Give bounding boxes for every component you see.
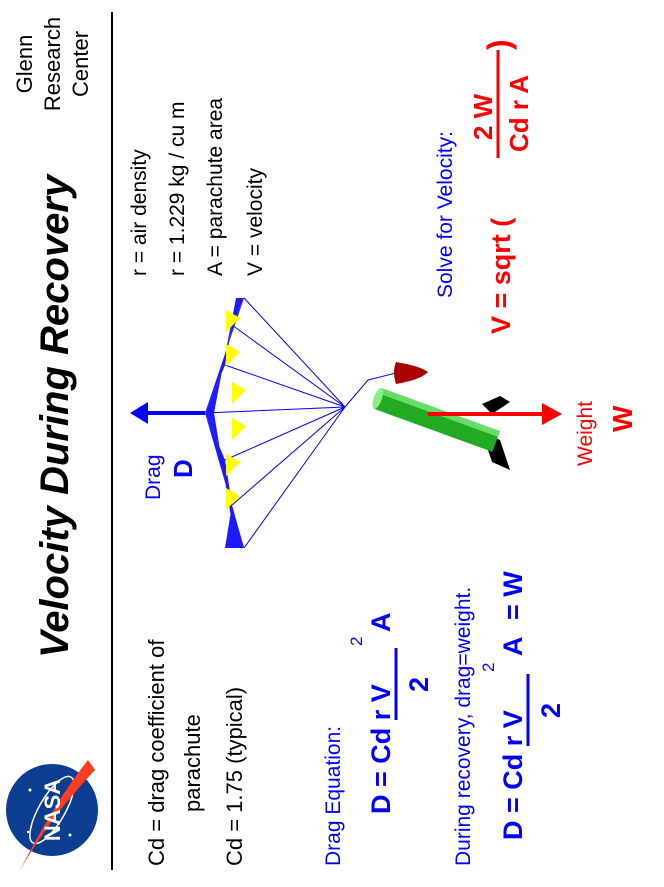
density-definition: r = air density: [128, 149, 151, 276]
drag-equation: D = Cd r V 2 A 2: [347, 613, 434, 815]
cd-typical-value: Cd = 1.75 (typical): [222, 687, 247, 866]
recovery-eq-area: A: [498, 637, 528, 657]
solution-denominator: Cd r A: [504, 75, 534, 152]
solve-velocity-label: Solve for Velocity:: [434, 131, 457, 298]
recovery-eq-equals-weight: = W: [498, 571, 528, 620]
drag-equation-label: Drag Equation:: [322, 726, 345, 866]
drag-eq-denominator: 2: [404, 677, 434, 692]
area-definition: A = parachute area: [204, 98, 227, 276]
org-line-3: Center: [68, 31, 93, 97]
recovery-eq-lhs: D = Cd r V: [498, 710, 528, 840]
nose-cone: [394, 362, 428, 384]
drag-arrow: [130, 402, 205, 424]
drag-eq-lhs: D = Cd r V: [366, 684, 396, 814]
velocity-definition: V = velocity: [244, 168, 267, 276]
cd-definition-line-1: Cd = drag coefficient of: [144, 639, 169, 866]
cd-definition-line-2: parachute: [180, 714, 205, 812]
parachute-canopy-edge: [205, 298, 244, 548]
canopy-gores: [226, 310, 246, 510]
recovery-equation-label: During recovery, drag=weight.: [452, 587, 475, 866]
vector-wing-icon: [20, 760, 95, 870]
solution-lhs: V = sqrt (: [486, 218, 516, 334]
org-line-2: Research: [40, 17, 65, 111]
recovery-eq-denominator: 2: [536, 703, 566, 718]
orbit-icon: [29, 775, 75, 845]
page-title: Velocity During Recovery: [33, 173, 77, 658]
drag-eq-area: A: [366, 613, 396, 633]
velocity-solution: V = sqrt ( 2 W Cd r A ): [468, 39, 534, 334]
drag-symbol: D: [168, 459, 198, 478]
drag-eq-exponent: 2: [347, 637, 366, 646]
nasa-logo: NASA: [6, 760, 98, 870]
rocket-body: [372, 388, 500, 452]
rocket-fin-top: [482, 396, 510, 414]
org-name: Glenn Research Center: [12, 17, 93, 111]
weight-symbol: W: [607, 405, 638, 432]
org-line-1: Glenn: [12, 35, 37, 94]
recovery-equation: D = Cd r V 2 A = W 2: [479, 571, 566, 840]
weight-arrow: [428, 403, 562, 425]
density-value: r = 1.229 kg / cu m: [166, 101, 189, 276]
suspension-lines: [204, 297, 401, 549]
solution-close-paren: ): [481, 39, 517, 50]
recovery-eq-exponent: 2: [479, 663, 498, 672]
drag-label: Drag: [142, 454, 165, 500]
weight-label: Weight: [574, 401, 597, 466]
parachute-rocket-drawing: Drag D: [130, 297, 638, 549]
logo-text: NASA: [40, 779, 65, 841]
solution-numerator: 2 W: [468, 93, 498, 140]
